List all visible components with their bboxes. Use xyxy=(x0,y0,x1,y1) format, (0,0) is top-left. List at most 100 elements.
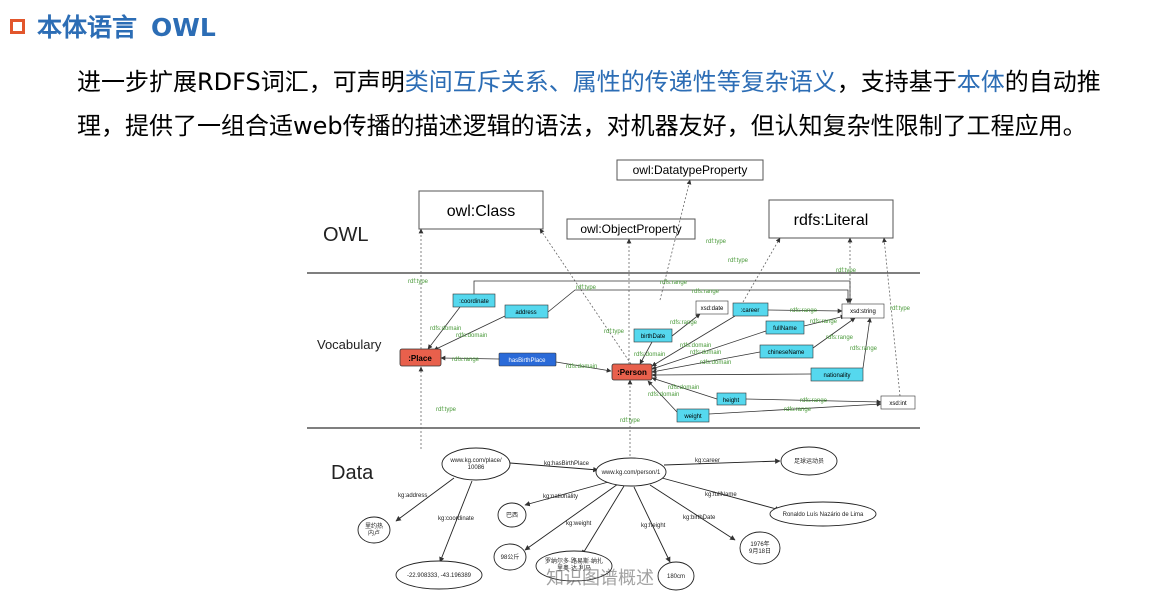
svg-text:rdfs:domain: rdfs:domain xyxy=(700,360,731,366)
svg-text:height: height xyxy=(723,398,740,404)
address-property-node: address xyxy=(504,304,549,319)
edge-fullname-range xyxy=(803,314,846,327)
edge-chinesename-range xyxy=(812,317,856,349)
layer-label-data: Data xyxy=(331,462,374,484)
edge-chinesename-domain xyxy=(651,351,761,374)
svg-text:rdfs:range: rdfs:range xyxy=(692,289,720,295)
edge-address-domain xyxy=(433,315,506,351)
svg-text:rdfs:range: rdfs:range xyxy=(784,407,812,413)
fullname-value-node: Ronaldo Luís Nazário de Lima xyxy=(769,501,877,527)
svg-text:里奥·达·利马: 里奥·达·利马 xyxy=(557,564,591,572)
edge-nationality-domain xyxy=(651,372,812,378)
svg-text:rdfs:domain: rdfs:domain xyxy=(690,350,721,356)
svg-text:180cm: 180cm xyxy=(667,574,685,580)
edge-hasbirthplace-range xyxy=(440,355,500,361)
svg-text:xsd:int: xsd:int xyxy=(889,401,907,407)
chinesename-property-node: chineseName xyxy=(759,344,814,359)
edge-hasbirthplace-domain xyxy=(555,361,612,373)
fullname-property-node: fullName xyxy=(765,320,805,335)
svg-text::Person: :Person xyxy=(617,368,647,377)
svg-text:kg:birthDate: kg:birthDate xyxy=(683,515,716,521)
xsd-int-node: xsd:int xyxy=(880,395,916,410)
svg-text:rdfs:Literal: rdfs:Literal xyxy=(794,212,869,229)
edge-height-domain xyxy=(651,377,718,400)
para-seg-2: 类间互斥关系、属性的传递性等复杂语义 xyxy=(404,68,837,96)
svg-text:owl:ObjectProperty: owl:ObjectProperty xyxy=(580,222,681,236)
svg-text:birthDate: birthDate xyxy=(641,334,666,340)
svg-text:巴西: 巴西 xyxy=(506,512,518,519)
height-property-node: height xyxy=(716,392,747,406)
data-edge-hasbirthplace xyxy=(509,462,599,473)
data-edge-labels: kg:hasBirthPlace kg:career kg:address kg… xyxy=(398,458,737,529)
svg-text:rdf:type: rdf:type xyxy=(604,329,625,335)
svg-text:rdfs:range: rdfs:range xyxy=(850,346,878,352)
svg-text:rdf:type: rdf:type xyxy=(408,279,429,285)
para-seg-3: ，支持基于 xyxy=(836,68,957,96)
vocab-edge-labels: rdf:type rdf:type rdf:type rdf:type rdf:… xyxy=(408,239,911,424)
svg-text:weight: weight xyxy=(683,414,702,420)
person-class-node: :Person xyxy=(611,363,653,381)
svg-text:chineseName: chineseName xyxy=(768,350,805,356)
svg-text:rdfs:domain: rdfs:domain xyxy=(648,392,679,398)
svg-text:fullName: fullName xyxy=(773,326,797,332)
svg-text:Ronaldo Luís Nazário de Lima: Ronaldo Luís Nazário de Lima xyxy=(783,512,864,518)
edge-height-range xyxy=(745,398,882,405)
chinesename-value-node: 罗纳尔多·路易斯·纳扎 里奥·达·利马 xyxy=(535,550,613,582)
svg-text:xsd:string: xsd:string xyxy=(850,309,876,315)
para-seg-4: 本体 xyxy=(956,68,1005,96)
svg-text:rdf:type: rdf:type xyxy=(576,285,597,291)
layer-label-owl: OWL xyxy=(323,224,369,246)
svg-text:rdf:type: rdf:type xyxy=(436,407,457,413)
edge-int-type-literal xyxy=(882,237,901,397)
svg-text:足球运动员: 足球运动员 xyxy=(794,457,824,465)
data-edge-career xyxy=(663,458,781,466)
edge-coordinate-range xyxy=(473,280,853,304)
svg-text:内卢: 内卢 xyxy=(368,529,380,537)
place-instance-node: www.kg.com/place/ 10086 xyxy=(441,447,511,481)
svg-text:owl:Class: owl:Class xyxy=(447,203,515,220)
owl-datatype-property-node: owl:DatatypeProperty xyxy=(616,159,764,181)
nationality-property-node: nationality xyxy=(810,367,864,382)
svg-text:rdfs:domain: rdfs:domain xyxy=(566,364,597,370)
svg-text:rdfs:domain: rdfs:domain xyxy=(668,385,699,391)
data-edge-birthdate xyxy=(649,484,736,541)
svg-text:rdfs:range: rdfs:range xyxy=(660,280,688,286)
edge-career-type-literal xyxy=(742,237,781,303)
svg-text:rdfs:range: rdfs:range xyxy=(800,398,828,404)
coordinate-property-node: :coordinate xyxy=(452,293,496,308)
svg-text:kg:height: kg:height xyxy=(641,523,666,529)
layer-label-vocabulary: Vocabulary xyxy=(317,337,382,352)
owl-class-node: owl:Class xyxy=(418,190,544,230)
svg-text:rdf:type: rdf:type xyxy=(706,239,727,245)
svg-text::Place: :Place xyxy=(408,354,432,363)
svg-text:98公斤: 98公斤 xyxy=(501,553,520,561)
data-edge-coordinate xyxy=(439,480,473,563)
svg-text:rdfs:range: rdfs:range xyxy=(810,319,838,325)
svg-text:www.kg.com/place/: www.kg.com/place/ xyxy=(449,458,502,464)
height-value-node: 180cm xyxy=(657,561,695,591)
data-edge-weight xyxy=(524,483,619,551)
edge-birthdate-range xyxy=(671,313,701,337)
svg-text:rdf:type: rdf:type xyxy=(620,418,641,424)
svg-text:www.kg.com/person/1: www.kg.com/person/1 xyxy=(601,470,661,476)
svg-text:rdf:type: rdf:type xyxy=(890,306,911,312)
career-property-node: :career xyxy=(732,302,769,317)
svg-text:rdfs:domain: rdfs:domain xyxy=(680,343,711,349)
para-seg-5: 的自动推理，提供了一组合适web传播的描述逻辑的语法，对机器友好，但认知复杂性限… xyxy=(77,68,1101,140)
svg-text:nationality: nationality xyxy=(823,373,850,379)
title-bullet-icon xyxy=(10,18,25,34)
edge-career-domain xyxy=(651,315,736,367)
nationality-value-node: 巴西 xyxy=(497,502,527,528)
svg-text:kg:address: kg:address xyxy=(398,493,427,499)
svg-text:10086: 10086 xyxy=(468,465,485,471)
svg-text:rdfs:range: rdfs:range xyxy=(452,357,480,363)
birthdate-property-node: birthDate xyxy=(633,328,673,343)
xsd-string-node: xsd:string xyxy=(841,303,885,319)
svg-text:kg:career: kg:career xyxy=(695,458,720,464)
svg-text:1976年: 1976年 xyxy=(750,540,769,548)
svg-text:rdfs:range: rdfs:range xyxy=(790,308,818,314)
data-edge-fullname xyxy=(661,477,781,512)
svg-text:kg:coordinate: kg:coordinate xyxy=(438,516,475,522)
